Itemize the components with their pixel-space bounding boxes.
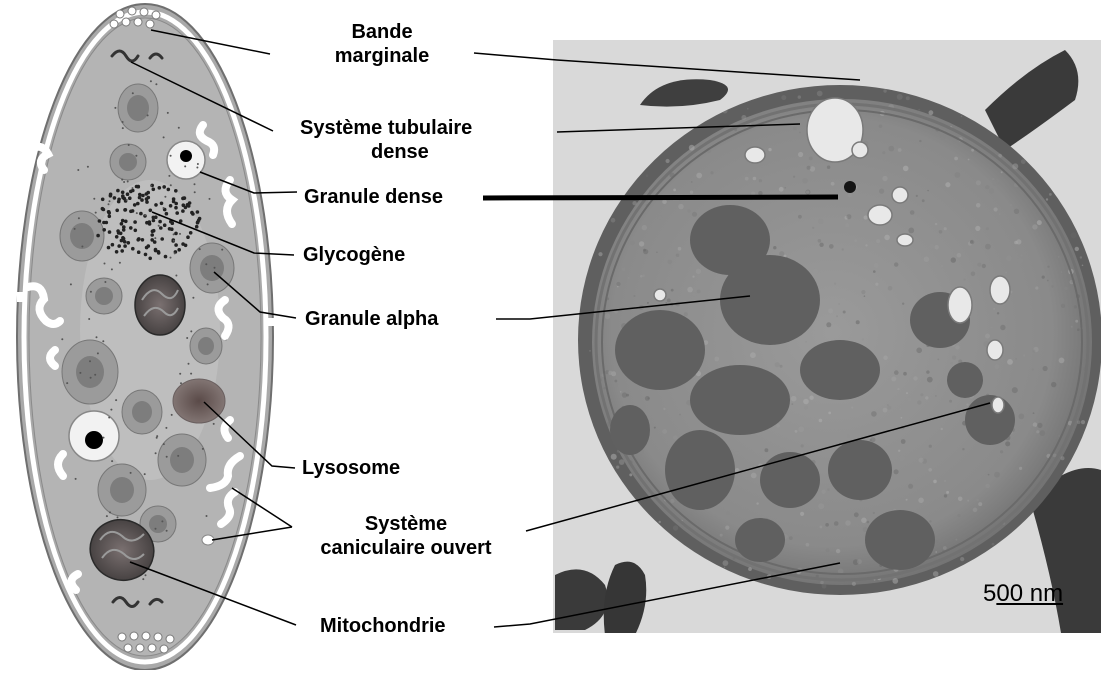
lysosome-shape — [173, 379, 225, 423]
scale-bar-prefix: 5 — [983, 580, 996, 607]
label-bande-line2: marginale — [292, 44, 472, 68]
label-granule-dense: Granule dense — [304, 185, 443, 209]
leader-granule-dense-right — [483, 197, 838, 198]
label-glycogene: Glycogène — [303, 243, 405, 267]
label-mitochondrie: Mitochondrie — [320, 614, 446, 638]
label-bande-marginale: Bande marginale — [292, 20, 472, 68]
label-systeme-canaliculaire: Système caniculaire ouvert — [288, 512, 524, 560]
scale-bar-underlined: 00 nm — [996, 580, 1063, 607]
label-systeme-tubulaire: Système tubulaire dense — [296, 116, 546, 164]
label-canaliculaire-line1: Système — [288, 512, 524, 536]
platelet-schematic — [17, 4, 275, 670]
label-bande-line1: Bande — [292, 20, 472, 44]
label-granule-alpha: Granule alpha — [305, 307, 438, 331]
label-tubulaire-line1: Système tubulaire — [296, 116, 546, 140]
label-tubulaire-line2: dense — [296, 140, 546, 164]
tem-dense-granule — [844, 181, 856, 193]
scale-bar-label: 500 nm — [983, 580, 1063, 608]
label-lysosome: Lysosome — [302, 456, 400, 480]
mitochondrion-upper — [135, 275, 185, 335]
label-canaliculaire-line2: caniculaire ouvert — [288, 536, 524, 560]
